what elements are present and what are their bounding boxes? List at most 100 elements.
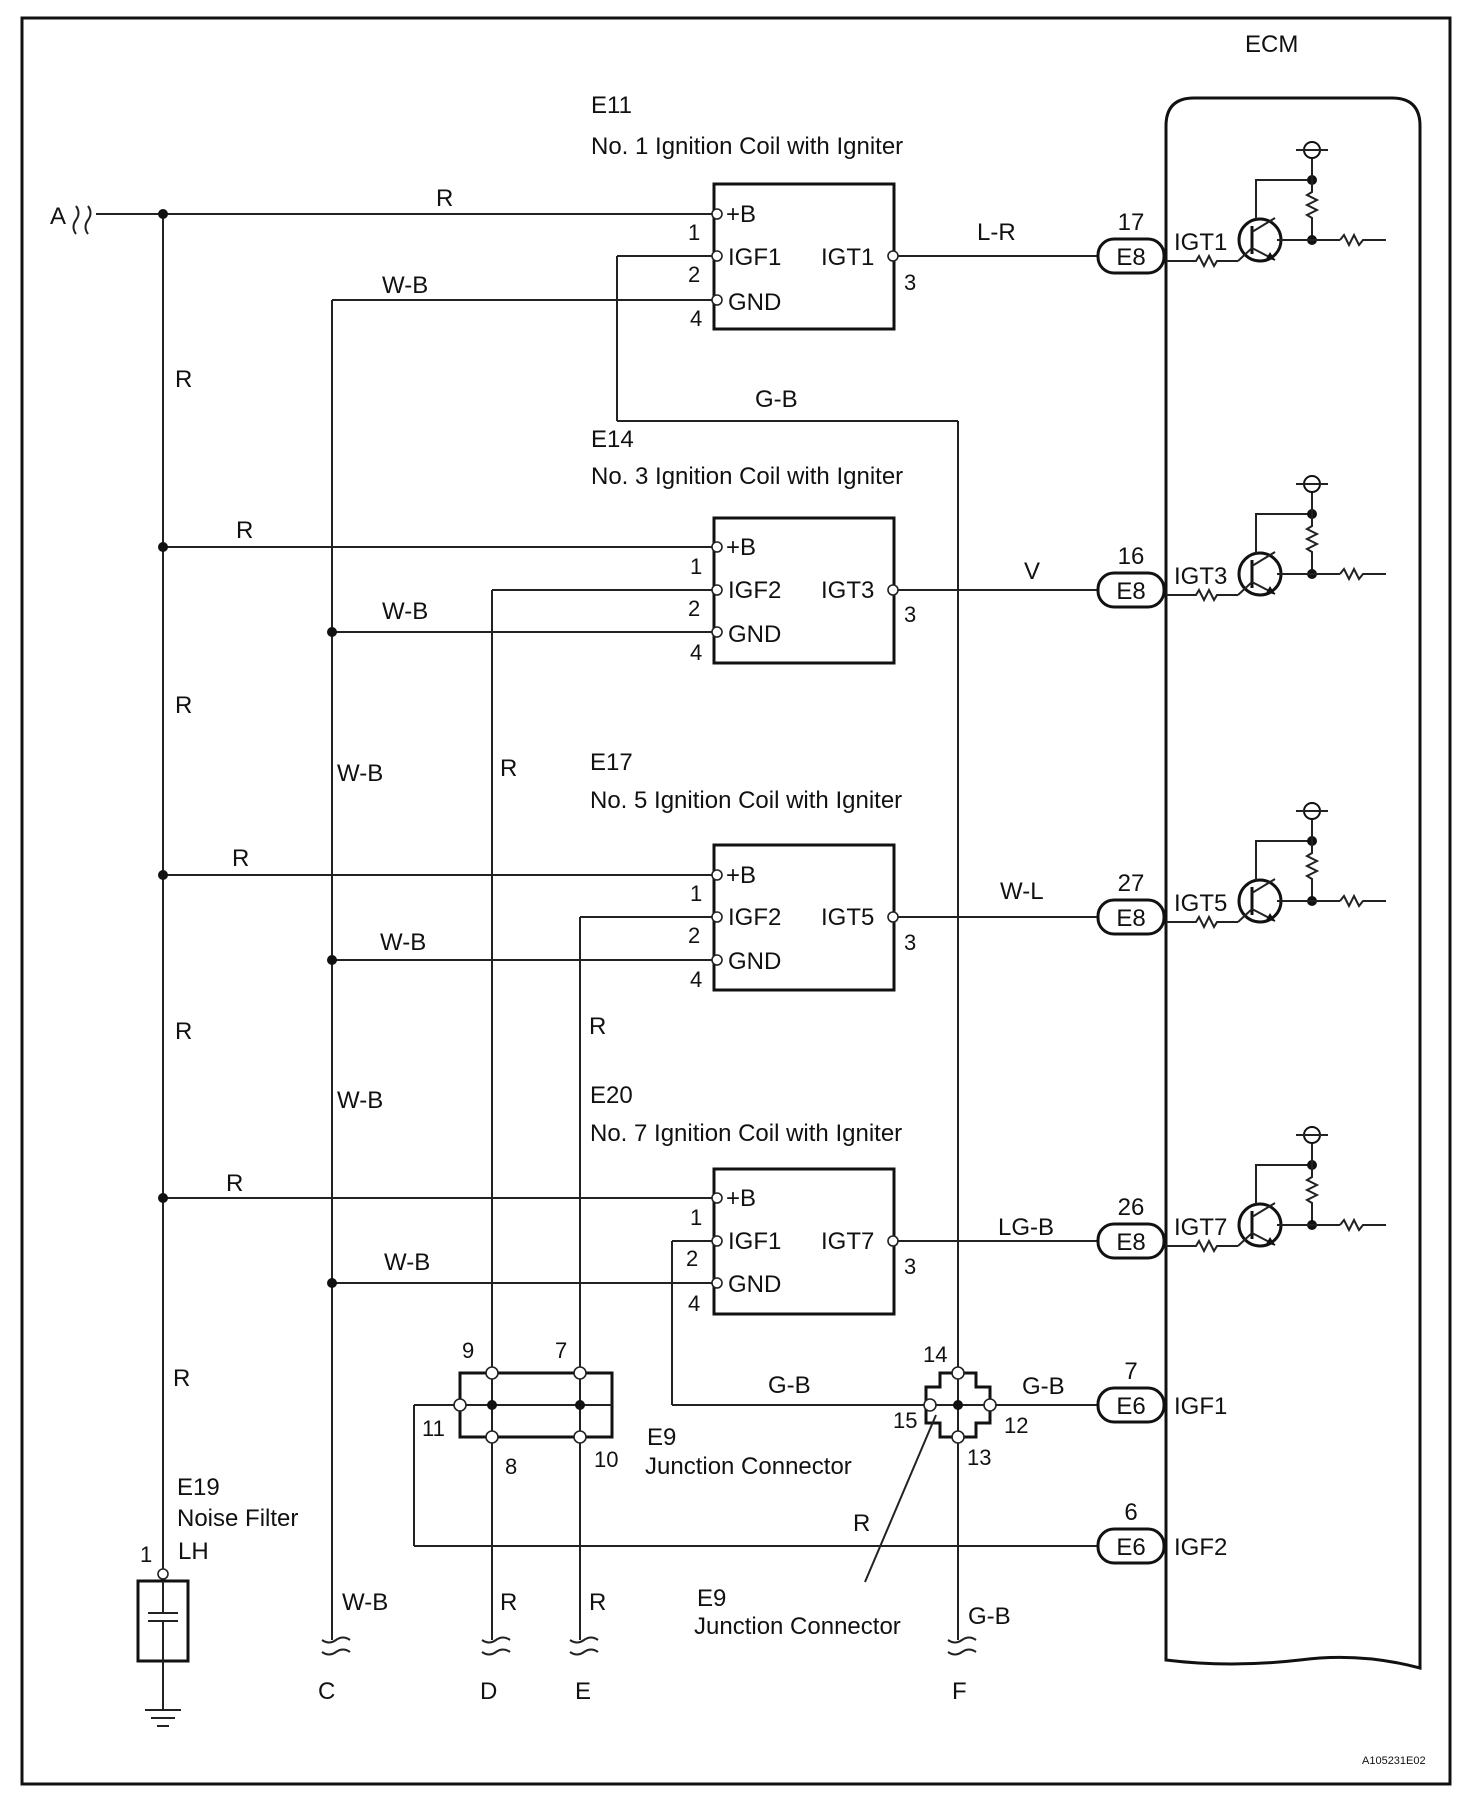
transistor-icon: [1237, 551, 1283, 597]
ecm-title: ECM: [1245, 31, 1298, 58]
gnd-label: GND: [728, 289, 781, 316]
r-wire-label: R: [500, 755, 517, 782]
terminal-f-label: F: [952, 1678, 967, 1705]
wb-wire-label: W-B: [384, 1249, 430, 1276]
ecm-terminal-label: IGT5: [1174, 890, 1227, 917]
junction-connector-right: 14 15 12 13 G-B E9 Junction Connector: [694, 1342, 1100, 1640]
coil-e11: E11 No. 1 Ignition Coil with Igniter R W…: [382, 92, 1100, 422]
transistor-icon: [1237, 878, 1283, 924]
gb-wire-label: G-B: [968, 1603, 1011, 1630]
ground-trunk: W-B W-B W-B C: [318, 299, 712, 1705]
r-wire-label: R: [500, 1589, 517, 1616]
gnd-label: GND: [728, 1271, 781, 1298]
gb-wire-label: G-B: [768, 1372, 811, 1399]
plus-b-label: +B: [726, 201, 756, 228]
ecm-terminal-label: IGT3: [1174, 563, 1227, 590]
wb-wire-label: W-B: [380, 929, 426, 956]
pin-number: 26: [1118, 1194, 1145, 1221]
igt-label: IGT3: [821, 577, 874, 604]
igf-label: IGF2: [728, 904, 781, 931]
pin-number: 14: [923, 1342, 947, 1367]
pin-number: 16: [1118, 543, 1145, 570]
connector-label: E8: [1116, 905, 1145, 932]
terminal-d-label: D: [480, 1678, 497, 1705]
igf-label: IGF1: [728, 244, 781, 271]
pin-number: 3: [904, 1254, 916, 1279]
ecm-terminal-label: IGF1: [1174, 1393, 1227, 1420]
coil-e14: E14 No. 3 Ignition Coil with Igniter R W…: [158, 426, 1100, 665]
pin-number: 15: [893, 1408, 917, 1433]
r-wire-label: R: [175, 1018, 192, 1045]
pin-number: 1: [140, 1542, 152, 1567]
noise-filter-side: LH: [178, 1538, 209, 1565]
pin-number: 2: [688, 596, 700, 621]
pin-number: 7: [555, 1338, 567, 1363]
figure-id: A105231E02: [1362, 1755, 1426, 1767]
pin-number: 9: [462, 1338, 474, 1363]
igt-wire-label: W-L: [1000, 878, 1044, 905]
coil-name: No. 3 Ignition Coil with Igniter: [591, 463, 903, 490]
pin-number: 7: [1124, 1358, 1137, 1385]
plus-b-label: +B: [726, 1185, 756, 1212]
igt-wire-label: V: [1024, 558, 1040, 585]
junction-code: E9: [697, 1585, 726, 1612]
r-wire-label: R: [232, 845, 249, 872]
terminal-a-label: A: [50, 203, 66, 230]
connector-label: E8: [1116, 578, 1145, 605]
pin-number: 13: [967, 1445, 991, 1470]
wb-wire-label: W-B: [337, 1087, 383, 1114]
connector-label: E8: [1116, 244, 1145, 271]
power-feed: A R R R R: [50, 203, 712, 1570]
ecm-block: ECM: [1164, 31, 1422, 1670]
coil-name: No. 7 Ignition Coil with Igniter: [590, 1120, 902, 1147]
r-wire-label: R: [236, 517, 253, 544]
pin-number: 1: [690, 1205, 702, 1230]
plus-b-label: +B: [726, 862, 756, 889]
noise-filter-code: E19: [177, 1474, 220, 1501]
pin-number: 10: [594, 1447, 618, 1472]
pin-number: 27: [1118, 870, 1145, 897]
noise-filter-name: Noise Filter: [177, 1505, 298, 1532]
igf2-wire-label: R: [853, 1510, 870, 1537]
junction-code: E9: [647, 1424, 676, 1451]
igf-label: IGF2: [728, 577, 781, 604]
coil-code: E17: [590, 749, 633, 776]
noise-filter: E19 Noise Filter LH 1: [136, 1474, 298, 1727]
pin-number: 1: [688, 220, 700, 245]
r-wire-label: R: [589, 1589, 606, 1616]
junction-name: Junction Connector: [645, 1453, 852, 1480]
break-symbol-d: [481, 1636, 511, 1656]
junction-connector-left: 9 7 11 8 10 E9 Junction Connector R: [413, 1338, 1100, 1547]
connector-label: E6: [1116, 1534, 1145, 1561]
ecm-connectors: E817IGT1E816IGT3E827IGT5E826IGT7E67IGF1E…: [1096, 141, 1386, 1565]
pin-number: 4: [690, 640, 702, 665]
ecm-terminal-label: IGT7: [1174, 1214, 1227, 1241]
pin-number: 4: [690, 306, 702, 331]
coil-e17: E17 No. 5 Ignition Coil with Igniter R W…: [158, 749, 1100, 992]
coil-name: No. 1 Ignition Coil with Igniter: [591, 133, 903, 160]
ecm-terminal-label: IGF2: [1174, 1534, 1227, 1561]
pin-number: 12: [1004, 1413, 1028, 1438]
junction-name: Junction Connector: [694, 1613, 901, 1640]
igt-label: IGT5: [821, 904, 874, 931]
r-wire-label: R: [175, 692, 192, 719]
connector-label: E6: [1116, 1393, 1145, 1420]
break-symbol-c: [321, 1636, 351, 1656]
outer-frame: [20, 16, 1452, 1786]
coil-code: E20: [590, 1082, 633, 1109]
ecm-terminal-label: IGT1: [1174, 229, 1227, 256]
coil-name: No. 5 Ignition Coil with Igniter: [590, 787, 902, 814]
igt-wire-label: L-R: [977, 219, 1016, 246]
pin-number: 4: [690, 967, 702, 992]
pin-number: 11: [422, 1416, 445, 1441]
r-wire-label: R: [173, 1365, 190, 1392]
r-wire-label: R: [436, 185, 453, 212]
terminal-c-label: C: [318, 1678, 335, 1705]
break-symbol-f: [947, 1636, 977, 1656]
igt-label: IGT1: [821, 244, 874, 271]
